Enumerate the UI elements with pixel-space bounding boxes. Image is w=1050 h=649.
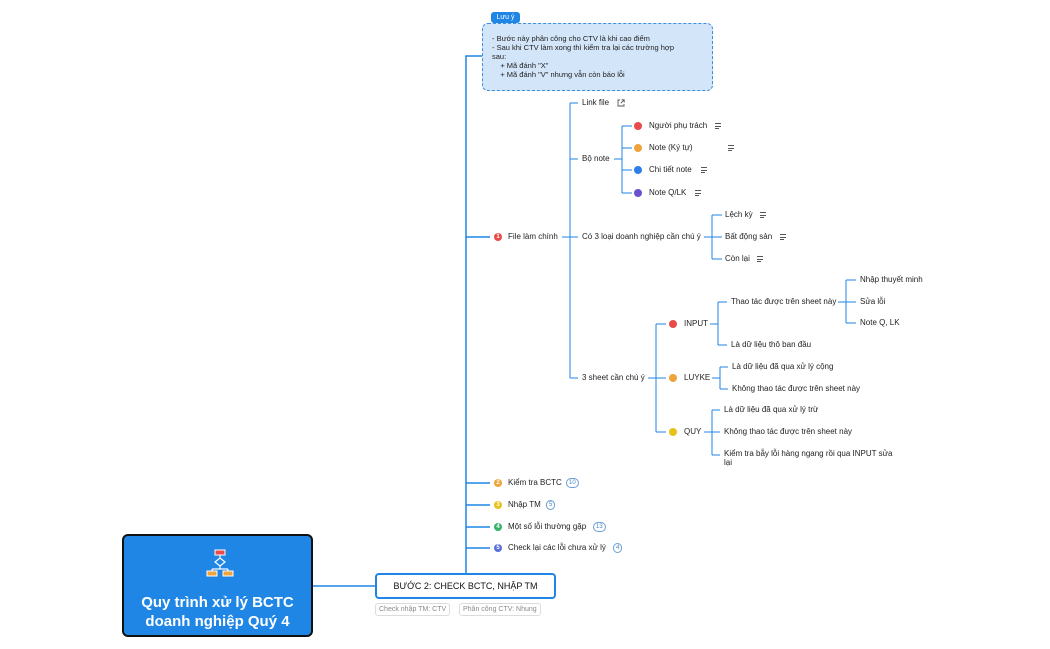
collapsed-count-badge[interactable]: 13 (593, 522, 606, 532)
note-ky-tu[interactable]: Note (Ký tự) (649, 143, 693, 152)
collapsed-count-badge[interactable]: 4 (613, 543, 623, 553)
callout-line: + Mã đánh "X" (492, 61, 549, 70)
tag-phan-cong-ctv[interactable]: Phân công CTV: Nhung (459, 603, 541, 616)
input-sua-loi[interactable]: Sửa lỗi (860, 297, 886, 306)
main-topic[interactable]: BƯỚC 2: CHECK BCTC, NHẬP TM (375, 573, 556, 599)
quy-khong-thao-tac[interactable]: Không thao tác được trên sheet này (724, 427, 853, 436)
input-nhap-thuyet-minh[interactable]: Nhập thuyết minh (860, 275, 923, 284)
link-file[interactable]: Link file (582, 98, 610, 107)
branch-nhap-tm[interactable]: Nhập TM (508, 500, 541, 509)
branch-file-lam-chinh[interactable]: File làm chính (508, 232, 558, 241)
branch-number-5: 5 (494, 544, 502, 552)
luyke-xu-ly-cong[interactable]: Là dữ liệu đã qua xử lý cộng (732, 362, 834, 371)
collapsed-count-badge[interactable]: 5 (546, 500, 556, 510)
blue-dot-icon (634, 166, 642, 174)
input-du-lieu-tho[interactable]: Là dữ liệu thô ban đầu (731, 340, 812, 349)
collapsed-count-badge[interactable]: 10 (566, 478, 579, 488)
quy-kiem-tra-bay-loi-cont: lại (724, 458, 733, 467)
branch-number-4: 4 (494, 523, 502, 531)
note-lines-icon[interactable] (715, 123, 721, 129)
sheet-input[interactable]: INPUT (684, 319, 708, 328)
branch-kiem-tra-bctc[interactable]: Kiểm tra BCTC (508, 478, 562, 487)
luyke-khong-thao-tac[interactable]: Không thao tác được trên sheet này (732, 384, 861, 393)
sheet-luyke[interactable]: LUYKE (684, 373, 711, 382)
yellow-dot-icon (669, 428, 677, 436)
note-lines-icon[interactable] (728, 145, 734, 151)
branch-number-2: 2 (494, 479, 502, 487)
note-lines-icon[interactable] (780, 234, 786, 240)
branch-number-3: 3 (494, 501, 502, 509)
sheet-quy[interactable]: QUY (684, 427, 702, 436)
branch-number-1: 1 (494, 233, 502, 241)
loai-doanh-nghiep[interactable]: Có 3 loại doanh nghiệp cần chú ý (582, 232, 701, 241)
callout-label[interactable]: Lưu ý (491, 12, 520, 23)
sheets-can-chu-y[interactable]: 3 sheet cần chú ý (582, 373, 645, 382)
note-lines-icon[interactable] (695, 190, 701, 196)
note-lines-icon[interactable] (757, 256, 763, 262)
note-nguoi-phu-trach[interactable]: Người phụ trách (649, 121, 708, 130)
loai-con-lai[interactable]: Còn lại (725, 254, 750, 263)
callout-box[interactable]: - Bước này phân công cho CTV là khi cao … (482, 23, 713, 91)
callout-line: - Bước này phân công cho CTV là khi cao … (492, 34, 650, 43)
callout-line: + Mã đánh "V" nhưng vẫn còn báo lỗi (492, 70, 625, 79)
tag-check-nhap-tm[interactable]: Check nhập TM: CTV (375, 603, 451, 616)
input-thao-tac[interactable]: Thao tác được trên sheet này (731, 297, 837, 306)
flowchart-icon (206, 549, 234, 577)
branch-check-lai-loi[interactable]: Check lại các lỗi chưa xử lý (508, 543, 606, 552)
red-dot-icon (634, 122, 642, 130)
quy-xu-ly-tru[interactable]: Là dữ liệu đã qua xử lý trừ (724, 405, 819, 414)
loai-lech-ky[interactable]: Lệch kỳ (725, 210, 753, 219)
note-chi-tiet[interactable]: Chi tiết note (649, 165, 692, 174)
branch-mot-so-loi[interactable]: Một số lỗi thường gặp (508, 522, 587, 531)
callout-line: - Sau khi CTV làm xong thì kiểm tra lại … (492, 43, 675, 52)
quy-kiem-tra-bay-loi[interactable]: Kiểm tra bẫy lỗi hàng ngang rồi qua INPU… (724, 449, 893, 458)
callout-line: sau: (492, 52, 507, 61)
loai-bat-dong-san[interactable]: Bất động sản (725, 232, 773, 241)
bo-note[interactable]: Bộ note (582, 154, 610, 163)
note-lines-icon[interactable] (760, 212, 766, 218)
red-dot-icon (669, 320, 677, 328)
input-note-q-lk[interactable]: Note Q, LK (860, 318, 900, 327)
purple-dot-icon (634, 189, 642, 197)
orange-dot-icon (669, 374, 677, 382)
note-q-lk[interactable]: Note Q/LK (649, 188, 687, 197)
external-link-icon[interactable] (617, 99, 625, 107)
orange-dot-icon (634, 144, 642, 152)
note-lines-icon[interactable] (701, 167, 707, 173)
